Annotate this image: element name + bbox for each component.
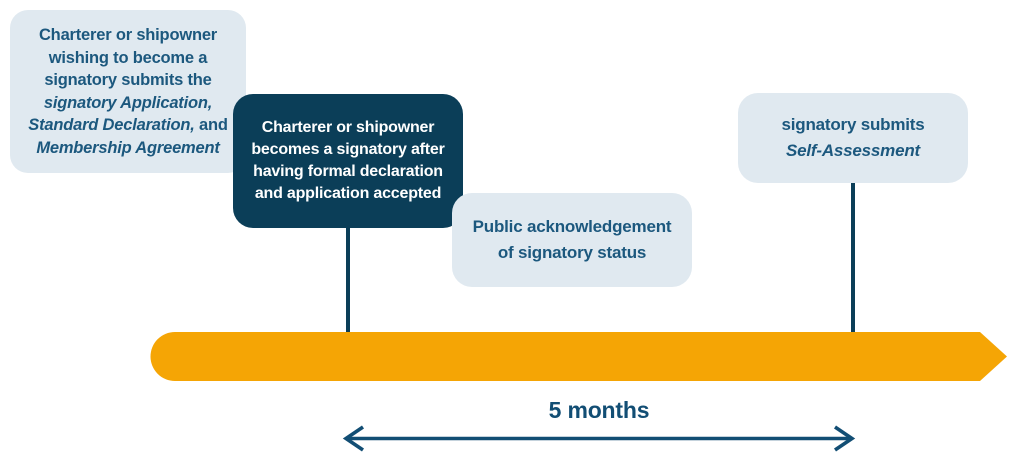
card-text-line: wishing to become a — [48, 48, 208, 67]
card-text-line: Public acknowledgement — [472, 217, 672, 236]
card-text-line: Self-Assessment — [785, 141, 920, 160]
card-text-line: having formal declaration — [253, 163, 443, 180]
card-text-line: Membership Agreement — [36, 138, 220, 157]
card-text-line: Charterer or shipowner — [38, 26, 218, 44]
card-text-line: Charterer or shipowner — [261, 119, 435, 136]
card-self-assessment: signatory submits Self-Assessment — [738, 93, 968, 183]
card-text-line: signatory submits — [781, 115, 925, 134]
double-arrow-icon — [342, 425, 856, 452]
timeline-arrow-shape — [150, 332, 1007, 381]
card-text-line: signatory Application, — [43, 93, 213, 112]
card-text-line: and application accepted — [254, 185, 442, 202]
duration-label: 5 months — [548, 397, 650, 423]
card-application-submission: Charterer or shipowner wishing to become… — [10, 10, 246, 173]
card-text-line: signatory submits the — [44, 71, 212, 89]
card-signatory-confirmation: Charterer or shipowner becomes a signato… — [233, 94, 463, 228]
connector-line-self-assessment — [851, 182, 855, 332]
card-public-acknowledgement: Public acknowledgement of signatory stat… — [452, 193, 692, 287]
connector-line-signatory — [346, 226, 350, 332]
card-text-line: Standard Declaration, and — [28, 116, 228, 134]
timeline-arrow — [150, 332, 1007, 381]
card-text-line: of signatory status — [497, 243, 647, 262]
card-text-line: becomes a signatory after — [251, 141, 445, 158]
